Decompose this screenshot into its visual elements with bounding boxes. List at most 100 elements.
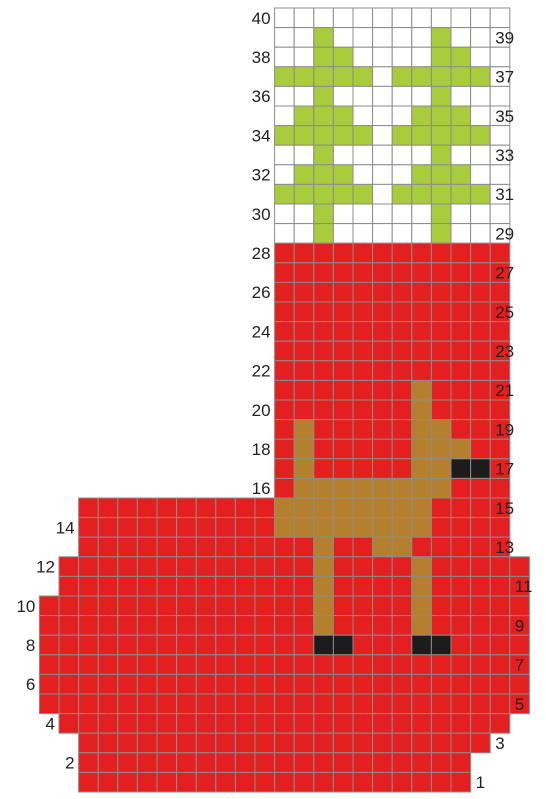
chart-cell-red (137, 655, 157, 675)
chart-cell-red (235, 537, 255, 557)
chart-cell-red (216, 518, 236, 538)
chart-cell-red (314, 361, 334, 381)
chart-cell-red (235, 772, 255, 792)
chart-cell-green (314, 47, 334, 67)
chart-cell-red (333, 263, 353, 283)
chart-cell-red (373, 341, 393, 361)
chart-cell-red (79, 557, 99, 577)
chart-cell-green (392, 67, 412, 87)
chart-cell-red (59, 557, 79, 577)
chart-cell-red (177, 498, 197, 518)
row-label-right: 13 (495, 538, 514, 557)
row-label-left: 24 (252, 322, 271, 341)
chart-cell-red (137, 557, 157, 577)
chart-cell-brown (412, 439, 432, 459)
chart-cell-red (275, 557, 295, 577)
chart-cell-red (98, 616, 118, 636)
chart-cell-red (353, 302, 373, 322)
chart-cell-red (451, 635, 471, 655)
chart-cell-red (98, 596, 118, 616)
chart-cell-red (412, 694, 432, 714)
chart-cell-red (451, 302, 471, 322)
chart-cell-red (490, 518, 510, 538)
chart-cell-red (216, 576, 236, 596)
chart-cell-red (471, 518, 491, 538)
chart-cell-red (333, 714, 353, 734)
chart-cell-brown (373, 518, 393, 538)
chart-cell-red (471, 400, 491, 420)
chart-cell-red (177, 674, 197, 694)
chart-cell-brown (275, 518, 295, 538)
chart-cell-green (314, 224, 334, 244)
row-label-right: 5 (515, 695, 524, 714)
chart-cell-red (431, 302, 451, 322)
chart-cell-red (471, 498, 491, 518)
chart-cell-red (79, 576, 99, 596)
chart-cell-red (490, 361, 510, 381)
chart-cell-white (373, 106, 393, 126)
chart-cell-red (353, 361, 373, 381)
chart-cell-red (392, 302, 412, 322)
chart-cell-red (373, 576, 393, 596)
chart-cell-green (451, 106, 471, 126)
chart-cell-red (333, 576, 353, 596)
chart-cell-red (275, 400, 295, 420)
chart-cell-green (451, 47, 471, 67)
chart-cell-red (373, 655, 393, 675)
chart-cell-red (177, 733, 197, 753)
chart-cell-brown (314, 596, 334, 616)
chart-cell-red (412, 341, 432, 361)
chart-cell-red (314, 341, 334, 361)
chart-cell-red (294, 302, 314, 322)
chart-cell-red (373, 694, 393, 714)
chart-cell-red (137, 518, 157, 538)
chart-cell-brown (431, 420, 451, 440)
chart-cell-red (157, 537, 177, 557)
chart-cell-red (333, 243, 353, 263)
chart-cell-red (98, 635, 118, 655)
chart-cell-red (490, 635, 510, 655)
chart-cell-red (255, 576, 275, 596)
chart-cell-white (373, 47, 393, 67)
row-label-right: 15 (495, 499, 514, 518)
chart-cell-red (333, 674, 353, 694)
row-label-right: 19 (495, 420, 514, 439)
chart-cell-red (216, 616, 236, 636)
chart-cell-red (490, 322, 510, 342)
chart-cell-brown (392, 478, 412, 498)
chart-cell-green (275, 67, 295, 87)
chart-cell-red (353, 263, 373, 283)
chart-cell-red (255, 557, 275, 577)
chart-cell-red (373, 557, 393, 577)
chart-cell-red (118, 635, 138, 655)
chart-cell-red (333, 380, 353, 400)
chart-cell-red (177, 596, 197, 616)
chart-cell-white (373, 145, 393, 165)
chart-cell-brown (314, 576, 334, 596)
chart-cell-white (314, 8, 334, 28)
chart-cell-red (333, 282, 353, 302)
chart-cell-brown (412, 557, 432, 577)
chart-cell-white (275, 8, 295, 28)
chart-cell-red (196, 518, 216, 538)
chart-cell-black (431, 635, 451, 655)
chart-cell-red (216, 772, 236, 792)
row-label-right: 39 (495, 28, 514, 47)
chart-cell-white (490, 165, 510, 185)
chart-cell-red (412, 322, 432, 342)
chart-cell-green (412, 126, 432, 146)
chart-cell-red (471, 655, 491, 675)
chart-cell-red (137, 635, 157, 655)
chart-cell-red (275, 655, 295, 675)
chart-cell-red (275, 341, 295, 361)
chart-cell-red (294, 772, 314, 792)
chart-cell-white (353, 47, 373, 67)
chart-cell-brown (373, 498, 393, 518)
chart-cell-red (431, 616, 451, 636)
chart-cell-red (373, 439, 393, 459)
chart-cell-white (471, 47, 491, 67)
chart-cell-brown (333, 478, 353, 498)
chart-cell-white (333, 28, 353, 48)
chart-cell-white (373, 67, 393, 87)
